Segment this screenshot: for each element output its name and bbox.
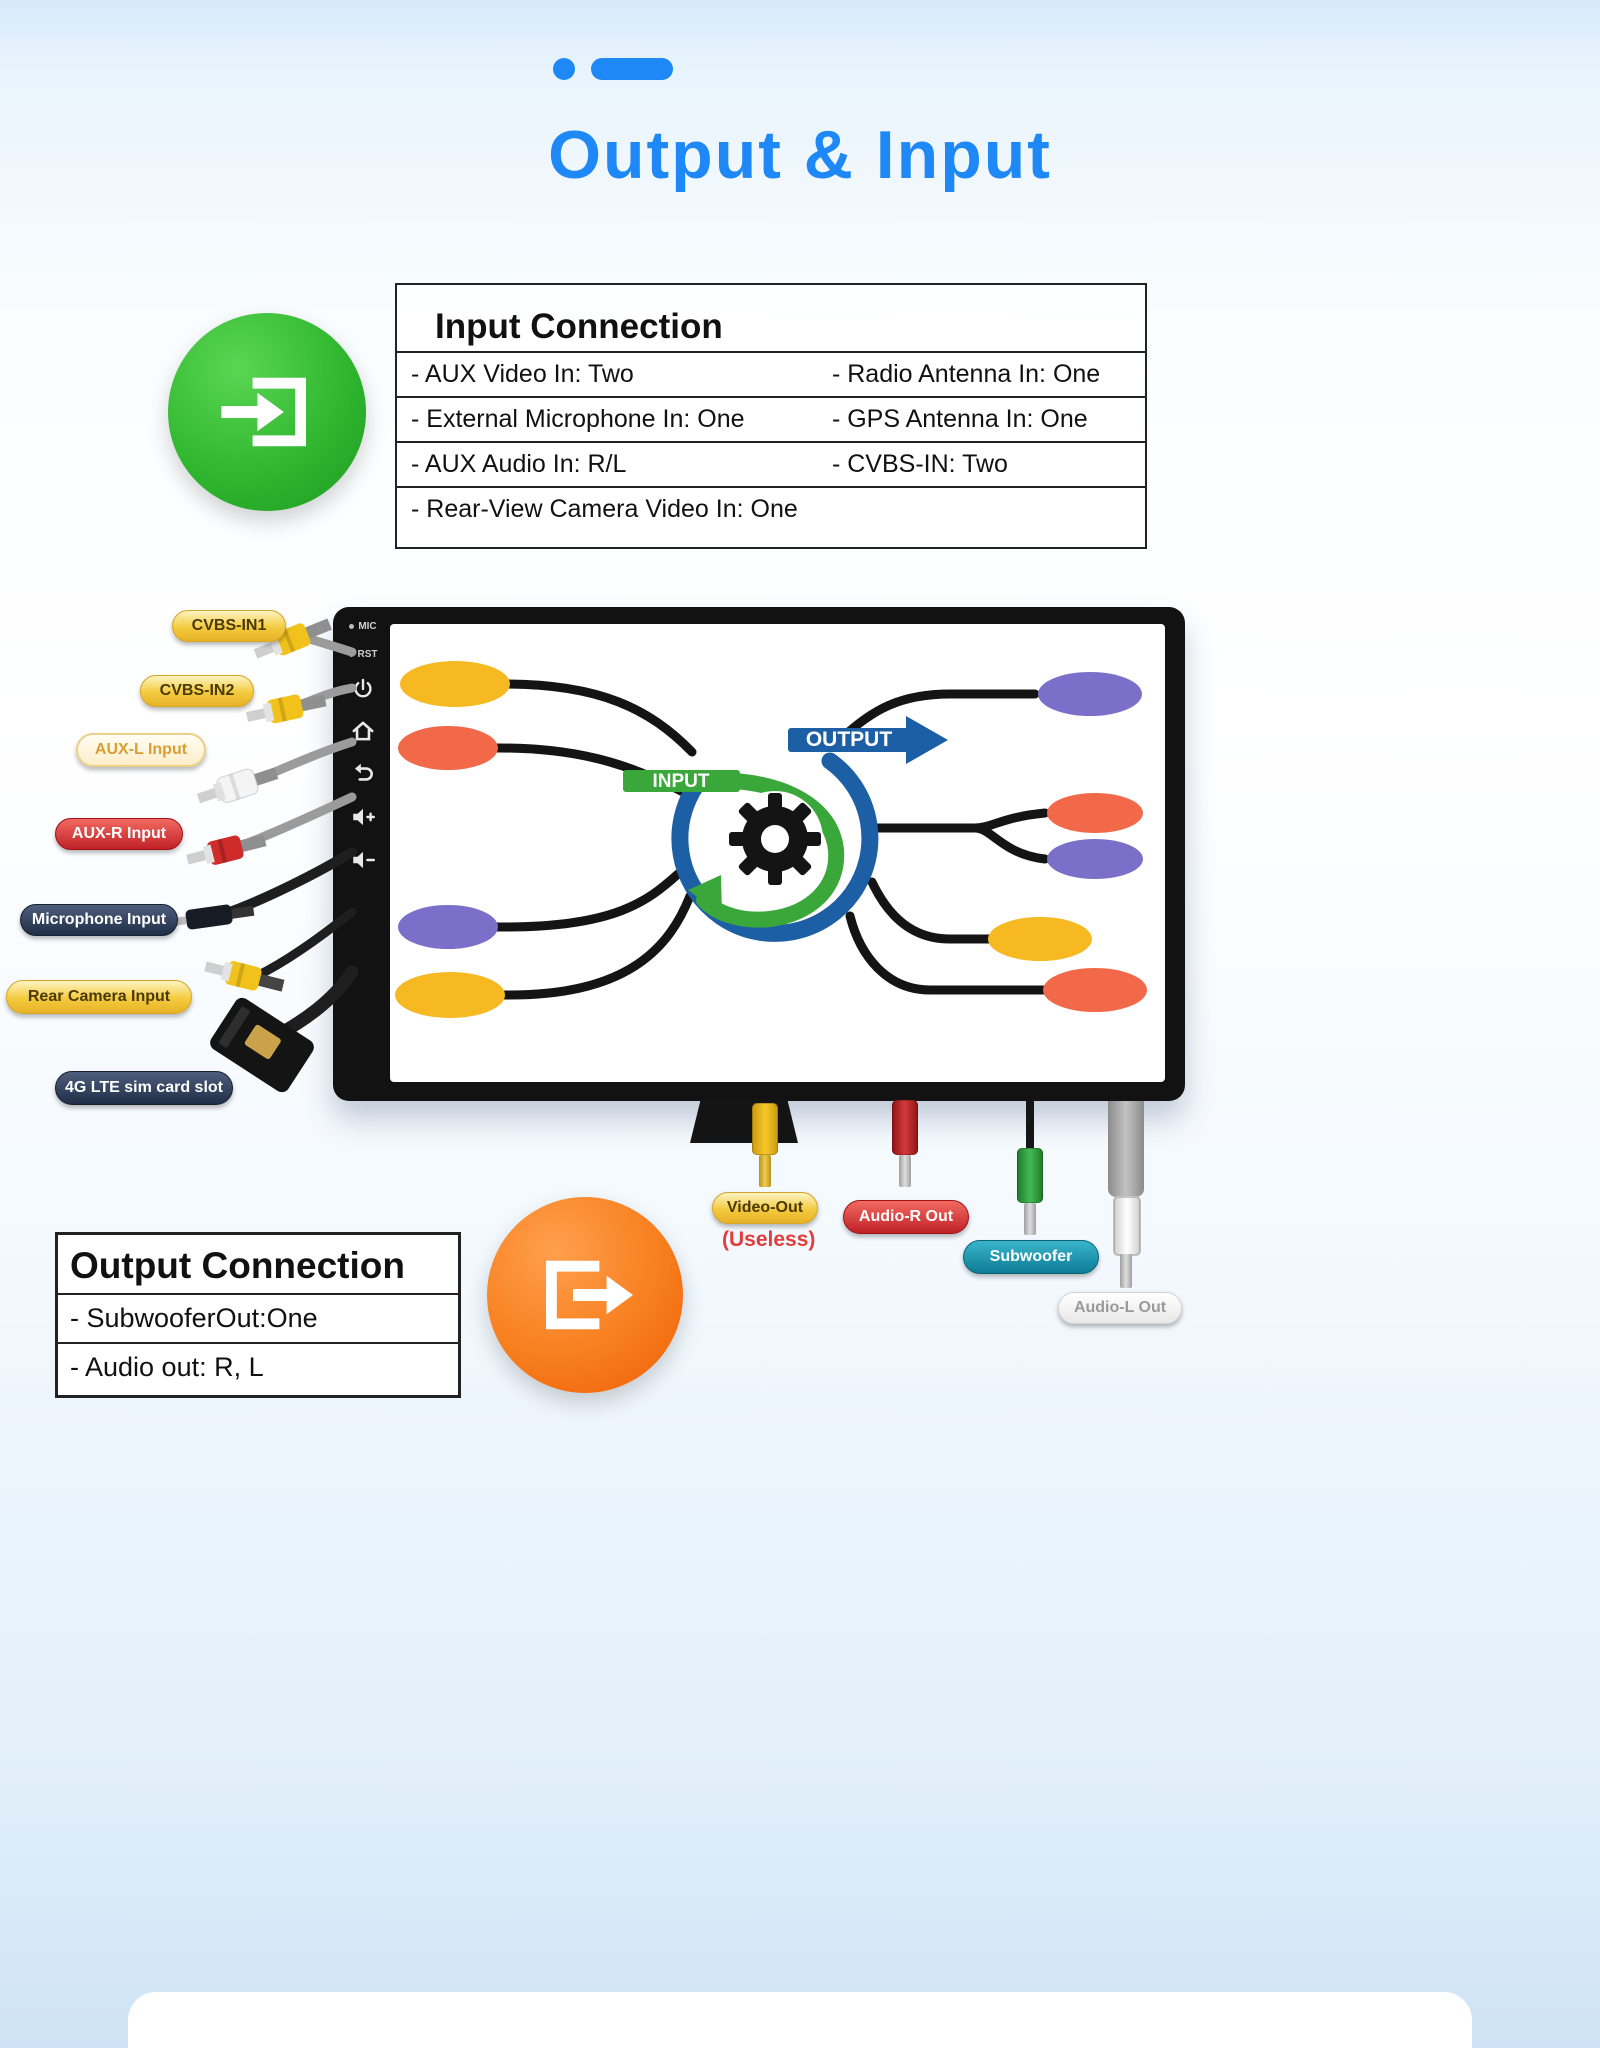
- audio-r-plug-tip: [899, 1155, 911, 1187]
- device-stand: [690, 1099, 798, 1143]
- input-row: - AUX Video In: Two - Radio Antenna In: …: [397, 351, 1145, 396]
- device-screen[interactable]: OUTPUT INPUT: [390, 624, 1165, 1082]
- input-item: - CVBS-IN: Two: [831, 450, 1008, 478]
- output-arrow-icon: [546, 1260, 633, 1330]
- video-out-plug: [752, 1103, 778, 1155]
- video-out-note: (Useless): [722, 1228, 816, 1251]
- label-subwoofer: Subwoofer: [963, 1240, 1099, 1274]
- audio-r-plug: [892, 1100, 918, 1155]
- mic-hole-icon: [349, 624, 355, 629]
- audio-l-plug: [1113, 1196, 1141, 1256]
- input-item: - AUX Video In: Two: [411, 360, 634, 388]
- output-connection-box: Output Connection - SubwooferOut:One - A…: [55, 1232, 461, 1398]
- input-arrow-icon: [221, 377, 306, 447]
- header-dot-decoration: [553, 58, 575, 80]
- output-item: - Audio out: R, L: [58, 1342, 458, 1391]
- node-oval-orange: [1047, 793, 1143, 833]
- volume-down-icon[interactable]: [350, 847, 376, 873]
- volume-up-icon[interactable]: [350, 804, 376, 830]
- subwoofer-cable: [1026, 1101, 1034, 1151]
- page-title: Output & Input: [548, 117, 1052, 193]
- input-row: - Rear-View Camera Video In: One: [397, 486, 1145, 531]
- output-connection-title: Output Connection: [70, 1245, 405, 1286]
- mic-port-label: MIC: [358, 621, 377, 632]
- rca-plug-cvbs1: [253, 618, 332, 659]
- gear-icon: [727, 791, 823, 887]
- subwoofer-plug: [1017, 1148, 1043, 1203]
- reset-port-label: RST: [357, 649, 378, 660]
- node-oval-orange: [398, 726, 498, 770]
- output-badge: [487, 1197, 683, 1393]
- node-oval-yellow: [988, 917, 1092, 961]
- rca-plug-aux-l: [196, 767, 279, 804]
- label-sim-card-slot: 4G LTE sim card slot: [55, 1071, 233, 1105]
- node-oval-purple: [398, 905, 498, 949]
- audio-l-ribbon-cable: [1108, 1101, 1144, 1197]
- node-oval-purple: [1047, 839, 1143, 879]
- header-dash-decoration: [591, 58, 673, 80]
- output-item: - SubwooferOut:One: [58, 1293, 458, 1342]
- label-audio-r-out: Audio-R Out: [843, 1200, 969, 1234]
- subwoofer-plug-tip: [1024, 1203, 1036, 1235]
- left-cables-graphic: [159, 618, 359, 1093]
- sim-card-slot: [210, 997, 314, 1093]
- output-arrow: OUTPUT: [671, 716, 948, 942]
- rca-plug-cvbs2: [246, 694, 327, 724]
- node-oval-purple: [1038, 672, 1142, 716]
- io-node-ovals: [395, 661, 1147, 1018]
- input-connection-box: Input Connection - AUX Video In: Two - R…: [395, 283, 1147, 549]
- device-side-controls: MIC RST: [339, 621, 387, 873]
- input-item: - GPS Antenna In: One: [831, 405, 1088, 433]
- input-item: - Radio Antenna In: One: [831, 360, 1101, 388]
- label-cvbs-in2: CVBS-IN2: [140, 675, 254, 707]
- io-flow-diagram: OUTPUT INPUT: [395, 661, 1147, 1018]
- input-row: - External Microphone In: One - GPS Ante…: [397, 396, 1145, 441]
- label-video-out: Video-Out: [712, 1192, 818, 1224]
- rca-plug-aux-r: [186, 834, 267, 865]
- label-audio-l-out: Audio-L Out: [1058, 1292, 1182, 1324]
- input-label: INPUT: [653, 771, 710, 792]
- node-oval-yellow: [395, 972, 505, 1018]
- rca-plug-rear-camera: [204, 961, 285, 992]
- input-row: - AUX Audio In: R/L - CVBS-IN: Two: [397, 441, 1145, 486]
- back-icon[interactable]: [350, 761, 376, 787]
- node-oval-orange: [1043, 968, 1147, 1012]
- input-item: - AUX Audio In: R/L: [411, 450, 627, 478]
- input-item: - External Microphone In: One: [411, 405, 745, 433]
- label-aux-l-input: AUX-L Input: [76, 733, 206, 767]
- video-out-plug-tip: [759, 1155, 771, 1187]
- label-microphone-input: Microphone Input: [20, 904, 178, 936]
- input-connection-title: Input Connection: [435, 307, 723, 346]
- input-item: - Rear-View Camera Video In: One: [411, 495, 798, 523]
- audio-l-plug-tip: [1120, 1254, 1132, 1288]
- label-cvbs-in1: CVBS-IN1: [172, 610, 286, 642]
- head-unit-device: MIC RST: [333, 607, 1185, 1101]
- mic-port: MIC: [349, 621, 377, 632]
- footer-card: [128, 1992, 1472, 2048]
- label-aux-r-input: AUX-R Input: [55, 818, 183, 850]
- home-icon[interactable]: [350, 718, 376, 744]
- input-badge: [168, 313, 366, 511]
- output-label: OUTPUT: [806, 728, 893, 751]
- label-rear-camera-input: Rear Camera Input: [6, 980, 192, 1014]
- node-oval-yellow: [400, 661, 510, 707]
- microphone-plug: [159, 904, 255, 930]
